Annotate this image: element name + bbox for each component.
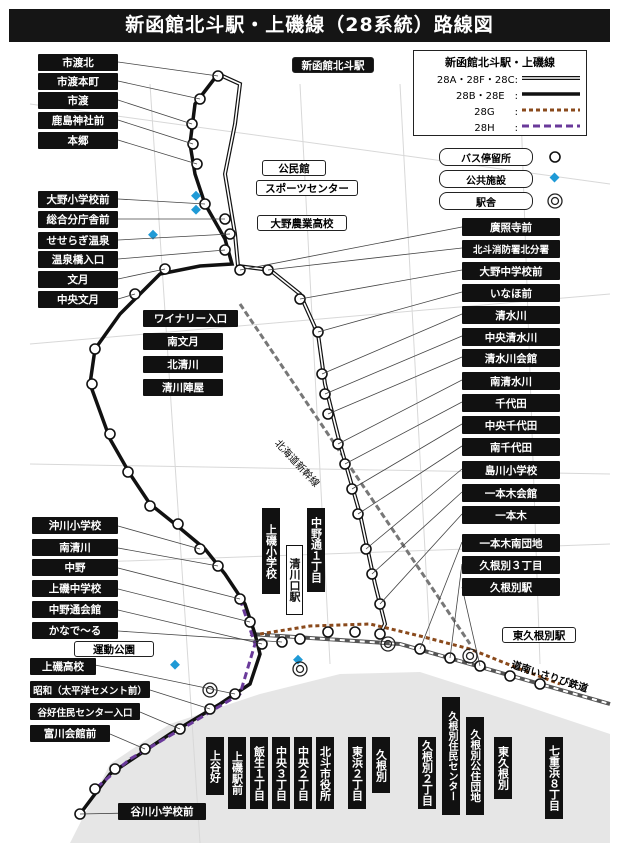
bus-stop-icon [549, 151, 561, 163]
stop-label-ipponki-minami: 一本木南団地 [462, 534, 560, 552]
stop-label-minami-fuzuki: 南文月 [143, 333, 223, 350]
stop-label-minami-kiyokawa: 南清川 [32, 539, 118, 556]
stop-label-ono-chugakko: 大野中学校前 [462, 262, 560, 280]
stop-label-kanaderu: かなで～る [32, 622, 118, 639]
stop-label-minami-chiyoda: 南千代田 [462, 438, 560, 456]
stop-label-showa: 昭和（太平洋セメント前） [30, 681, 150, 698]
stop-label-kunebetsu-eki: 久根別駅 [462, 578, 560, 596]
stop-label-kamiiso-ekimae: 上磯駅前 [228, 737, 246, 809]
facility-diamond-icon [549, 172, 560, 183]
page-title: 新函館北斗駅・上磯線（28系統）路線図 [9, 9, 610, 42]
legend-row-28a: 28A・28F・28C: [436, 75, 518, 86]
stop-label-ono-shogakko: 大野小学校前 [38, 191, 118, 208]
station-label-kiyokawaguchi: 清川口駅 [286, 545, 303, 615]
stop-label-seseragi-onsen: せせらぎ温泉 [38, 232, 118, 249]
stop-label-inaho: いなほ前 [462, 284, 560, 302]
legend-row-28g: 28G : [474, 107, 518, 118]
stop-label-chiyoda: 千代田 [462, 394, 560, 412]
stop-label-kiyokawa-jinya: 清川陣屋 [143, 379, 223, 396]
station-shinhakodate: 新函館北斗駅 [292, 57, 374, 73]
stop-label-ichinowatari-honcho: 市渡本町 [38, 73, 118, 90]
stop-label-chuo-2: 中央２丁目 [294, 737, 312, 809]
stop-label-chuo-fuzuki: 中央文月 [38, 291, 118, 308]
stop-label-yagoshi: 谷好住民センター入口 [30, 703, 140, 720]
facility-kominkan: 公民館 [262, 160, 326, 176]
route-28b-thick [78, 72, 262, 816]
legend-swatches [522, 76, 580, 128]
stop-label-nakano: 中野 [32, 559, 118, 576]
legend-title: 新函館北斗駅・上磯線 [445, 56, 555, 69]
stop-label-hongo: 本郷 [38, 132, 118, 149]
legend-station: 駅舎 [439, 192, 533, 210]
facility-undokoen: 運動公園 [74, 641, 154, 657]
stop-label-sogo-bunchosha: 総合分庁舎前 [38, 211, 118, 228]
stop-label-hokuto-shiyakusho: 北斗市役所 [316, 737, 334, 809]
stop-label-kashima-jinja: 鹿島神社前 [38, 112, 118, 129]
stop-label-shimizugawa: 清水川 [462, 306, 560, 324]
stop-label-kita-kiyokawa: 北清川 [143, 356, 223, 373]
stop-label-kami-yagoshi: 上谷好 [206, 737, 224, 795]
stop-label-onsenbashi: 温泉橋入口 [38, 251, 118, 268]
stop-label-shimakawa: 島川小学校 [462, 461, 560, 479]
stop-label-ichinowatari-kita: 市渡北 [38, 54, 118, 71]
shinkansen-line [238, 303, 472, 645]
symbol-legend: バス停留所 公共施設 駅舎 [439, 145, 579, 211]
stop-label-kamiiso-chugakko: 上磯中学校 [32, 580, 118, 597]
route-map [29, 61, 611, 843]
stop-label-nakano-kaikan: 中野通会館 [32, 601, 118, 618]
stop-label-chuo-3: 中央３丁目 [272, 737, 290, 809]
stop-label-iinari-1: 飯生１丁目 [250, 737, 268, 809]
stop-label-ichinowatari: 市渡 [38, 92, 118, 109]
facility-ono-nogyo: 大野農業高校 [257, 215, 347, 231]
stop-label-higashihama-2: 東浜２丁目 [348, 737, 366, 809]
stop-label-ipponki: 一本木 [462, 506, 560, 524]
station-swirl-icon [547, 193, 563, 209]
leader-lines [79, 61, 481, 815]
stop-label-kunebetsu-jumin: 久根別住民センター [442, 697, 460, 815]
stop-label-shobosho: 北斗消防署北分署 [462, 240, 560, 258]
facility-sports-center: スポーツセンター [256, 180, 358, 196]
stop-label-fuzuki: 文月 [38, 271, 118, 288]
stop-label-tomikawa: 富川会館前 [30, 725, 110, 742]
stop-label-chuo-shimizugawa: 中央清水川 [462, 328, 560, 346]
route-legend: 新函館北斗駅・上磯線 28A・28F・28C: 28B・28E : 28G : … [413, 50, 587, 136]
stop-label-kunebetsu-koju: 久根別公住団地 [466, 717, 484, 815]
legend-bus-stop: バス停留所 [439, 148, 533, 166]
stop-label-minami-shimizugawa: 南清水川 [462, 372, 560, 390]
legend-public-facility: 公共施設 [439, 170, 533, 188]
stop-label-kunebetsu: 久根別 [372, 737, 390, 793]
legend-row-28h: 28H : [474, 123, 518, 134]
stop-label-nanaehama-8: 七重浜８丁目 [545, 737, 563, 819]
stop-label-chuo-chiyoda: 中央千代田 [462, 416, 560, 434]
stop-label-higashi-kunebetsu: 東久根別 [494, 737, 512, 799]
stop-label-kunebetsu-2: 久根別２丁目 [418, 737, 436, 809]
stop-label-kamiiso-shogakko: 上磯小学校 [262, 508, 280, 594]
route-28h-purple [94, 598, 257, 791]
legend-row-28b: 28B・28E : [456, 91, 518, 102]
stop-label-ipponki-kaikan: 一本木会館 [462, 484, 560, 502]
stop-label-kunebetsu-3: 久根別３丁目 [462, 556, 560, 574]
stop-label-koshoji: 廣照寺前 [462, 218, 560, 236]
stop-label-tanigawa: 谷川小学校前 [118, 803, 206, 820]
route-28g-brown [259, 622, 561, 686]
stop-label-winery: ワイナリー入口 [143, 310, 238, 327]
stop-label-nakanodori-1: 中野通１丁目 [307, 508, 325, 592]
station-higashi-kunebetsu: 東久根別駅 [502, 627, 576, 643]
station-icons [202, 636, 478, 698]
stop-label-okigawa: 沖川小学校 [32, 517, 118, 534]
legend-symbols [547, 151, 563, 209]
stop-label-shimizugawa-kaikan: 清水川会館 [462, 349, 560, 367]
stop-label-kamiiso-koko: 上磯高校 [30, 658, 96, 675]
